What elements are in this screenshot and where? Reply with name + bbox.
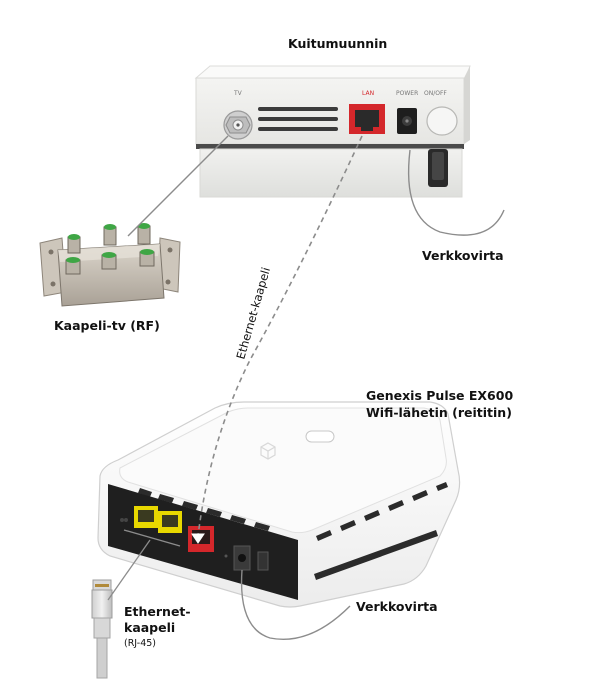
fiber-converter: TV LAN POWER ON/OFF: [194, 65, 471, 198]
ethernet-cable-label: Ethernet-kaapeli: [233, 266, 273, 361]
splitter-connector-icon: [101, 252, 117, 270]
coax-cable-line: [127, 135, 229, 237]
tv-port-icon: [223, 110, 253, 140]
tv-port-label: TV: [233, 90, 243, 97]
splitter-connector-icon: [139, 249, 155, 267]
wps-button-icon: [305, 430, 335, 443]
power-top-label: Verkkovirta: [422, 248, 504, 263]
ethernet-label-line2: kaapeli: [124, 620, 176, 635]
ethernet-plug-icon: [91, 579, 113, 679]
splitter-connector-icon: [137, 223, 151, 245]
router-power-jack-icon: [233, 545, 251, 571]
on-off-button-icon: [426, 106, 458, 136]
lan-port-label: LAN: [362, 90, 374, 97]
router-model-label: Genexis Pulse EX600: [366, 388, 514, 403]
ethernet-cable-dashed: [197, 135, 363, 537]
on-off-label: ON/OFF: [424, 90, 447, 97]
power-bottom-label: Verkkovirta: [356, 599, 438, 614]
ethernet-label-line1: Ethernet-: [124, 604, 191, 619]
router-lan-ports-icon: [134, 506, 182, 533]
router-logo-icon: [260, 442, 276, 460]
router-power-cable: [240, 569, 351, 640]
ethernet-pointer-line: [107, 539, 151, 601]
converter-label: Kuitumuunnin: [288, 36, 388, 51]
converter-lan-port-icon: [349, 104, 385, 134]
splitter-connector-icon: [103, 224, 117, 246]
rf-splitter: [39, 223, 181, 307]
converter-power-jack-icon: [397, 108, 417, 134]
splitter-connector-icon: [67, 234, 81, 254]
converter-power-cable: [407, 149, 505, 236]
cable-tv-label: Kaapeli-tv (RF): [54, 318, 160, 333]
ethernet-sub-label: (RJ-45): [124, 638, 156, 649]
router-type-label: Wifi-lähetin (reititin): [366, 405, 512, 420]
splitter-connector-icon: [65, 257, 81, 275]
router: [97, 401, 461, 608]
power-port-label: POWER: [396, 90, 418, 97]
